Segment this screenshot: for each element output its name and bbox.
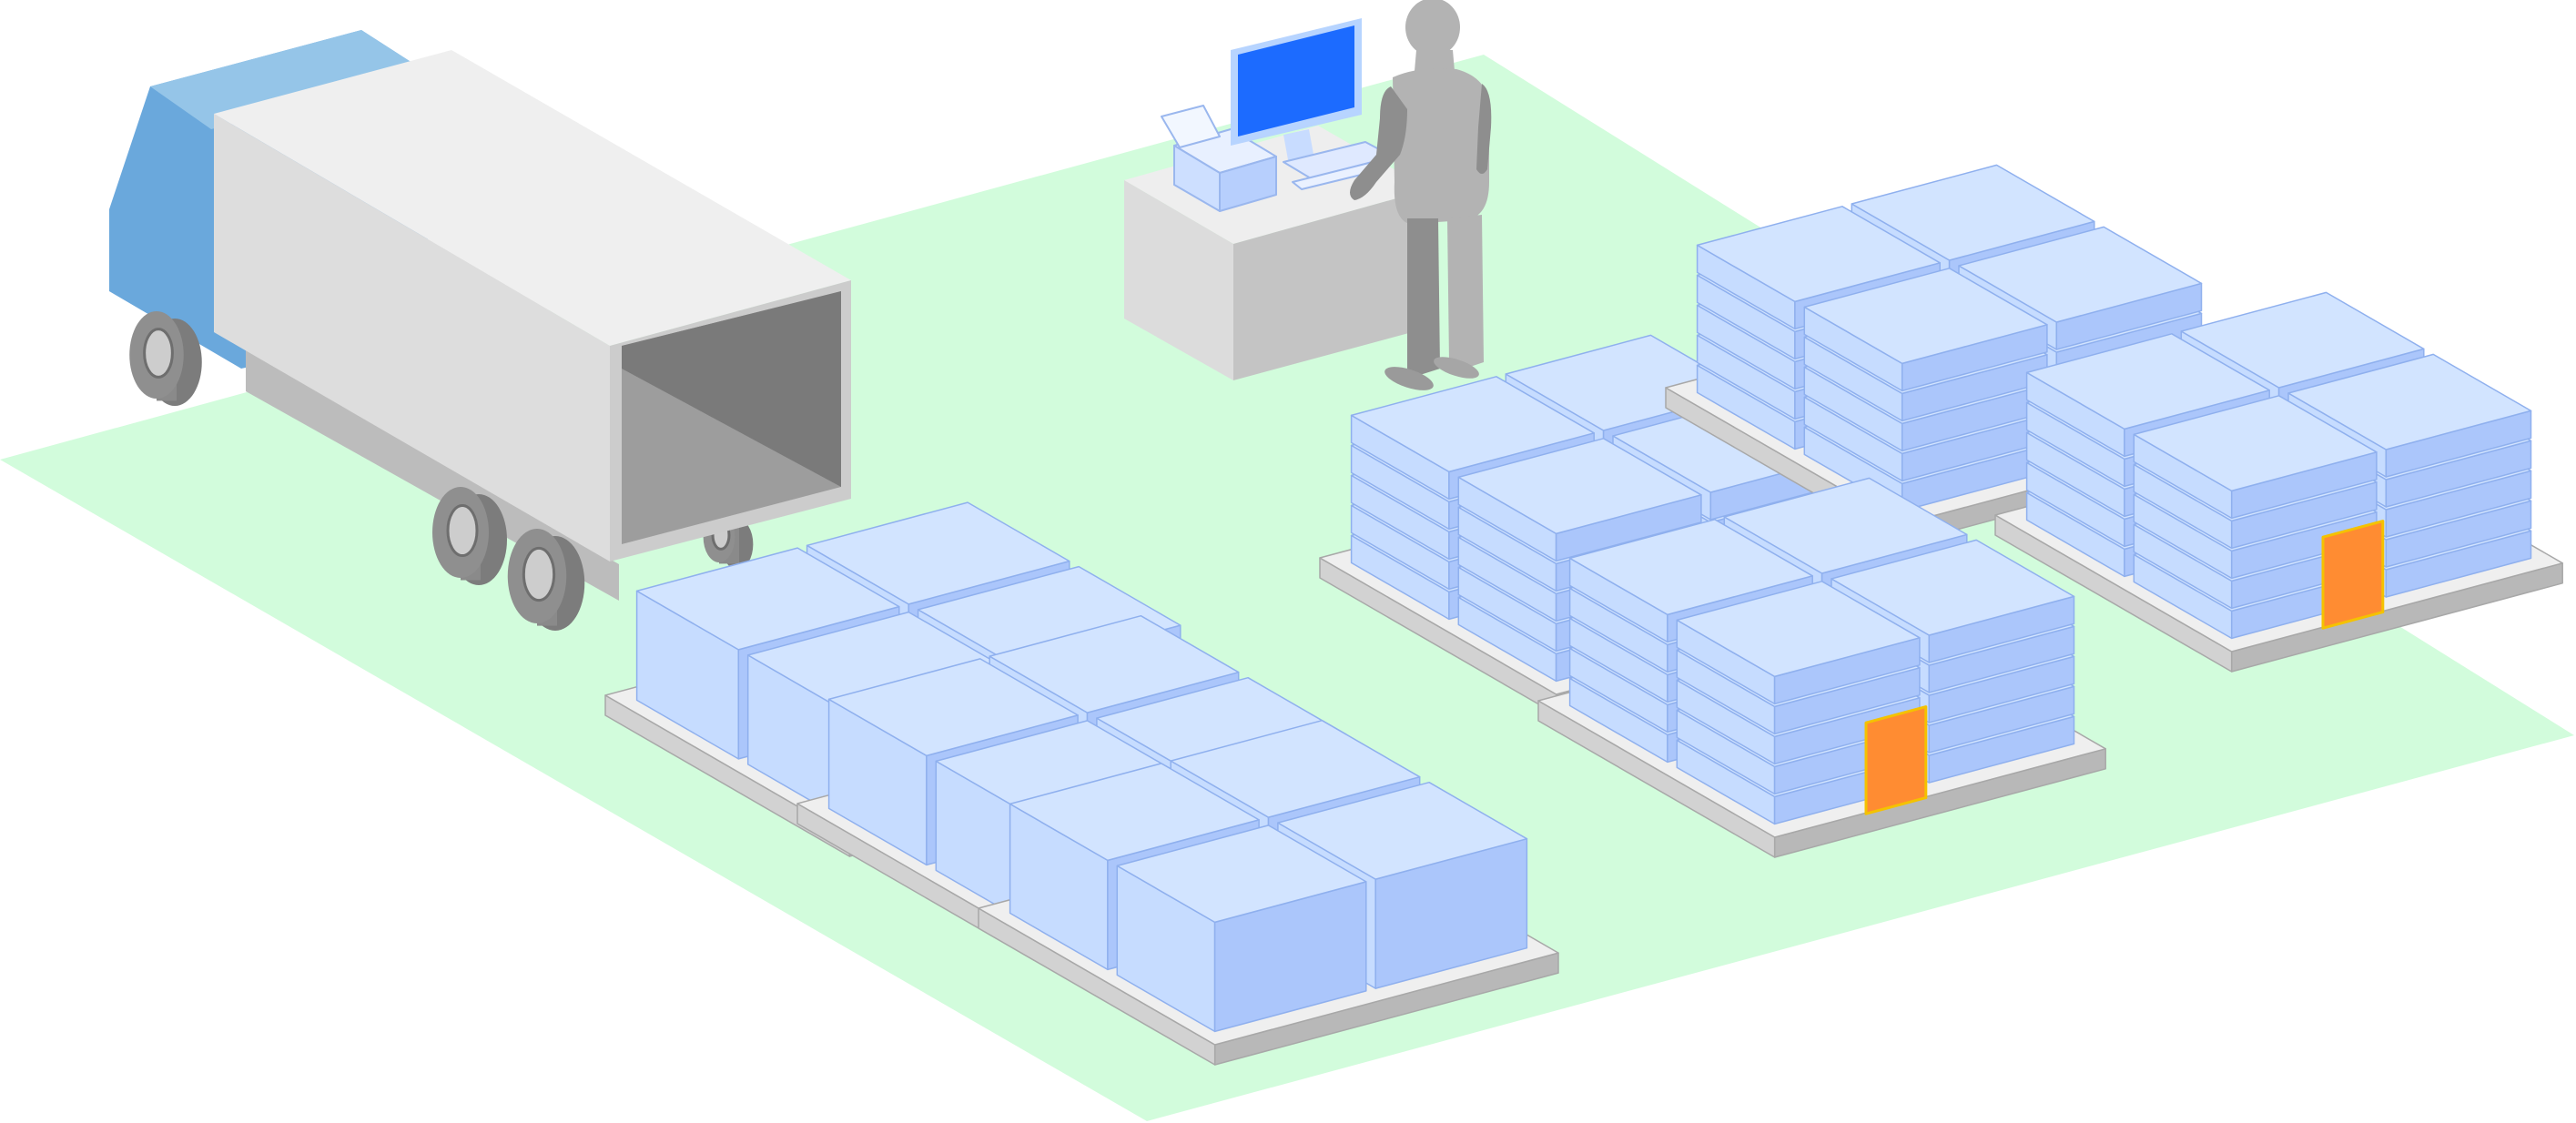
printer-paper (1161, 105, 1221, 148)
computer-terminal-icon (1231, 18, 1394, 190)
side-top (635, 547, 900, 651)
worker-right-leg (1447, 215, 1484, 368)
side-top (1116, 825, 1367, 924)
side-top (1350, 376, 1595, 473)
worker-head (1405, 0, 1460, 56)
pallet-tag-icon (2321, 520, 2385, 630)
wheel-hub (143, 328, 174, 379)
truck-box-side (214, 114, 610, 562)
pallet-low-front (978, 719, 1559, 1066)
side-top (2180, 291, 2425, 389)
tag-face (1864, 705, 1928, 815)
worker-right-arm (1476, 84, 1492, 174)
stock-box (1676, 581, 1921, 705)
pallet-stack-front (1537, 477, 2106, 858)
wheel-hub (522, 546, 556, 602)
stock-box (1116, 825, 1367, 1033)
side-top (989, 614, 1240, 713)
truck-wheel (129, 311, 202, 406)
side-top (1277, 781, 1528, 880)
side-top (1457, 438, 1702, 535)
side-top (1831, 539, 2075, 636)
side-top (2025, 333, 2270, 430)
side-top (1696, 206, 1941, 303)
worker-right-shoe (1434, 357, 1479, 379)
side-top (1723, 477, 1968, 574)
delivery-truck-icon (109, 30, 851, 631)
stock-box (1803, 268, 2048, 392)
worker-left-arm (1350, 86, 1407, 200)
wheel-hub (446, 504, 479, 557)
worker-left-leg (1407, 218, 1440, 375)
side-top (1170, 719, 1421, 818)
side-top (1568, 519, 1813, 616)
printer-front (1219, 156, 1277, 212)
stock-box (1457, 438, 1702, 562)
side-top (1009, 763, 1260, 862)
truck-wheel (507, 529, 585, 631)
side-top (2133, 395, 2378, 492)
side-top (806, 501, 1070, 605)
side-top (1803, 268, 2048, 365)
truck-cab-roof (150, 30, 428, 129)
side-top (827, 658, 1079, 757)
tag-face (2321, 520, 2385, 630)
side-top (1851, 164, 2095, 261)
pallet-stack-mid-right (1994, 291, 2563, 673)
side-top (2287, 353, 2532, 450)
side-top (1958, 226, 2203, 323)
pallet-area (604, 164, 2563, 1066)
pallet-stack-back-right (1665, 164, 2234, 545)
worker-torso (1393, 68, 1489, 224)
side-top (1676, 581, 1921, 678)
monitor-screen (1238, 25, 1354, 137)
worker-figure-icon (1350, 0, 1492, 390)
worker-neck (1415, 50, 1455, 71)
desk-front-left (1124, 180, 1233, 380)
side-top (917, 565, 1182, 670)
pallet-tag-icon (1864, 705, 1928, 815)
printer-icon (1161, 105, 1277, 212)
truck-wheel (432, 487, 507, 585)
stock-box (2133, 395, 2378, 520)
desk-front-right (1233, 189, 1429, 380)
truck-box-interior-wall (622, 291, 841, 487)
truck-box-roof (214, 50, 851, 346)
worker-left-shoe (1384, 367, 1434, 390)
workstation-desk (1124, 18, 1429, 380)
